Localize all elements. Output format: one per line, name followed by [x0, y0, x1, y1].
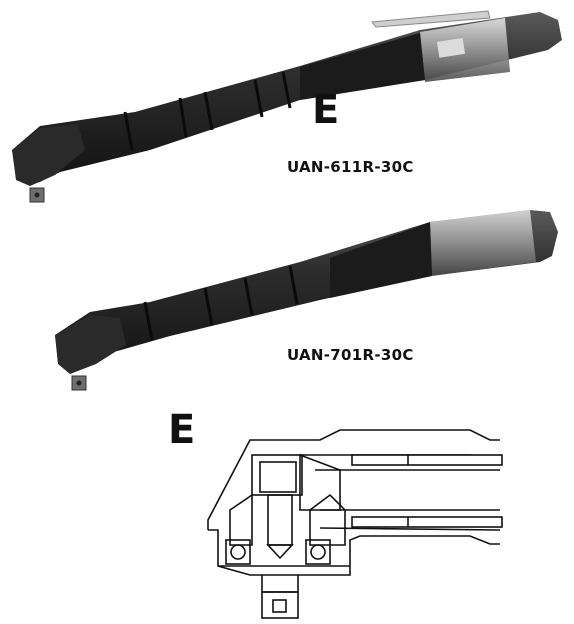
- tool-1-image: [12, 10, 562, 203]
- tool-1-model-label: UAN-611R-30C: [287, 158, 414, 176]
- tool-1-mark: E: [312, 87, 340, 133]
- cross-section-diagram: [207, 429, 503, 619]
- tool-2-image: [55, 210, 558, 391]
- diagram-mark: E: [168, 407, 196, 453]
- tool-2-model-label: UAN-701R-30C: [287, 346, 414, 364]
